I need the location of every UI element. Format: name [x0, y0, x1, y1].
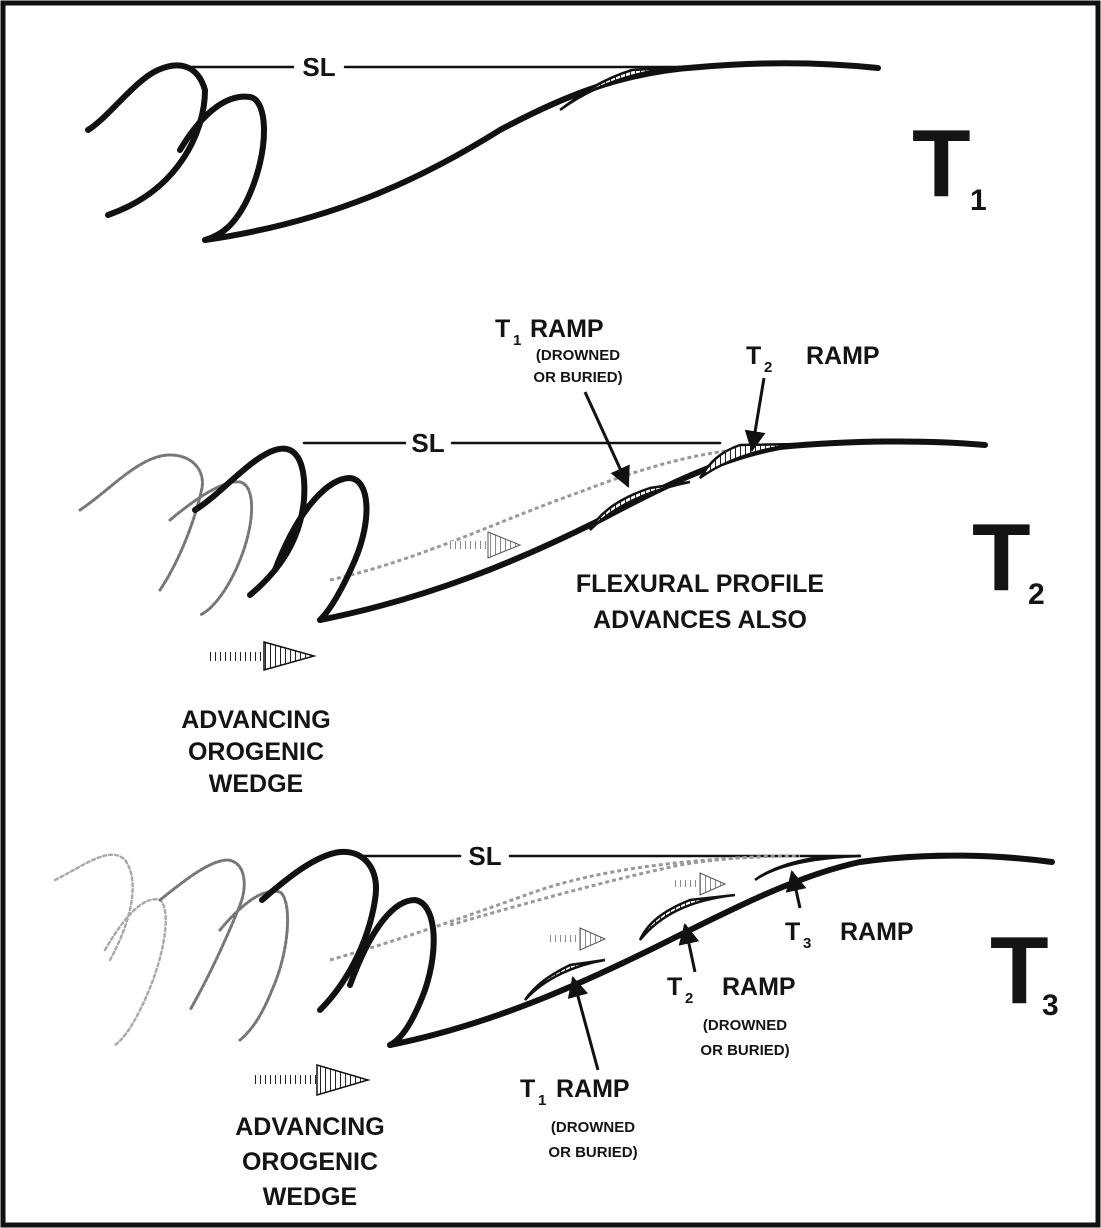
ghost-flexural-profile: [330, 447, 760, 580]
t2-ramp-note-1: (DROWNED: [703, 1017, 787, 1034]
ghost-thrust-sheet: [105, 899, 166, 1045]
thrust-sheet: [350, 900, 434, 1045]
basin-advance-arrow: [550, 928, 605, 950]
flexural-profile: [205, 63, 878, 240]
flex-text-line-2: ADVANCES ALSO: [593, 606, 807, 634]
wedge-text-line: WEDGE: [263, 1183, 357, 1211]
t1-ramp-label-sub: 1: [538, 1092, 546, 1109]
sea-level-label: SL: [468, 841, 501, 871]
wedge-advance-arrow: [206, 642, 314, 670]
basin-advance-arrow: [450, 532, 520, 558]
t3-ramp-label-sub: 3: [803, 935, 811, 952]
sea-level-label: SL: [302, 52, 335, 82]
panel-t2: T 1 RAMP (DROWNED OR BURIED) T 2 RAMP SL…: [80, 315, 1045, 798]
pointer-arrow: [585, 392, 628, 486]
wedge-advance-arrow: [255, 1065, 368, 1095]
t1-ramp-label-t: T: [495, 315, 510, 343]
pointer-arrow: [752, 378, 764, 450]
panel-t3: SL T 3 RAMP T 2 RAMP: [55, 841, 1059, 1211]
t1-ramp-note-1: (DROWNED: [551, 1119, 635, 1136]
t3-ramp-label-word: RAMP: [840, 918, 914, 946]
pointer-arrow: [573, 978, 598, 1070]
flex-text-line-1: FLEXURAL PROFILE: [576, 570, 824, 598]
wedge-text-line: OROGENIC: [242, 1148, 378, 1176]
panel-t1: SL T 1: [88, 52, 987, 240]
thrust-sheet: [180, 97, 264, 240]
stage-subscript: 1: [970, 184, 987, 217]
t2-ramp-label-t: T: [667, 973, 682, 1001]
ghost-thrust-sheet: [160, 860, 244, 1010]
stage-subscript: 2: [1028, 578, 1045, 611]
ghost-thrust-sheet: [80, 455, 202, 590]
wedge-text-line: WEDGE: [209, 770, 303, 798]
t1-ramp-note-1: (DROWNED: [536, 347, 620, 364]
sea-level-label: SL: [411, 428, 444, 458]
ghost-thrust-sheet: [220, 891, 288, 1040]
t1-ramp-label-word: RAMP: [530, 315, 604, 343]
basin-advance-arrow: [672, 873, 725, 895]
t2-ramp-label-t: T: [746, 342, 761, 370]
wedge-text-line: ADVANCING: [181, 706, 331, 734]
wedge-text-line: ADVANCING: [235, 1113, 385, 1141]
wedge-text-line: OROGENIC: [188, 738, 324, 766]
stage-subscript: 3: [1042, 989, 1059, 1022]
t2-ramp-label-word: RAMP: [722, 973, 796, 1001]
t1-ramp-label-sub: 1: [513, 332, 521, 349]
t2-ramp-note-2: OR BURIED): [700, 1042, 789, 1059]
stage-label: T: [990, 917, 1049, 1024]
t1-ramp-label-word: RAMP: [556, 1075, 630, 1103]
stage-label: T: [972, 504, 1031, 611]
t1-ramp-note-2: OR BURIED): [548, 1144, 637, 1161]
t2-ramp-label-word: RAMP: [806, 342, 880, 370]
t1-ramp-deposit: [590, 482, 690, 530]
t2-ramp-label-sub: 2: [764, 359, 772, 376]
t1-ramp-label-t: T: [520, 1075, 535, 1103]
ghost-thrust-sheet: [55, 855, 133, 960]
t2-ramp-label-sub: 2: [685, 990, 693, 1007]
t1-ramp-note-2: OR BURIED): [533, 369, 622, 386]
t3-ramp-label-t: T: [785, 918, 800, 946]
stage-label: T: [912, 110, 971, 217]
ghost-flexural-profile: [450, 856, 800, 925]
thrust-sheet: [262, 852, 376, 1010]
